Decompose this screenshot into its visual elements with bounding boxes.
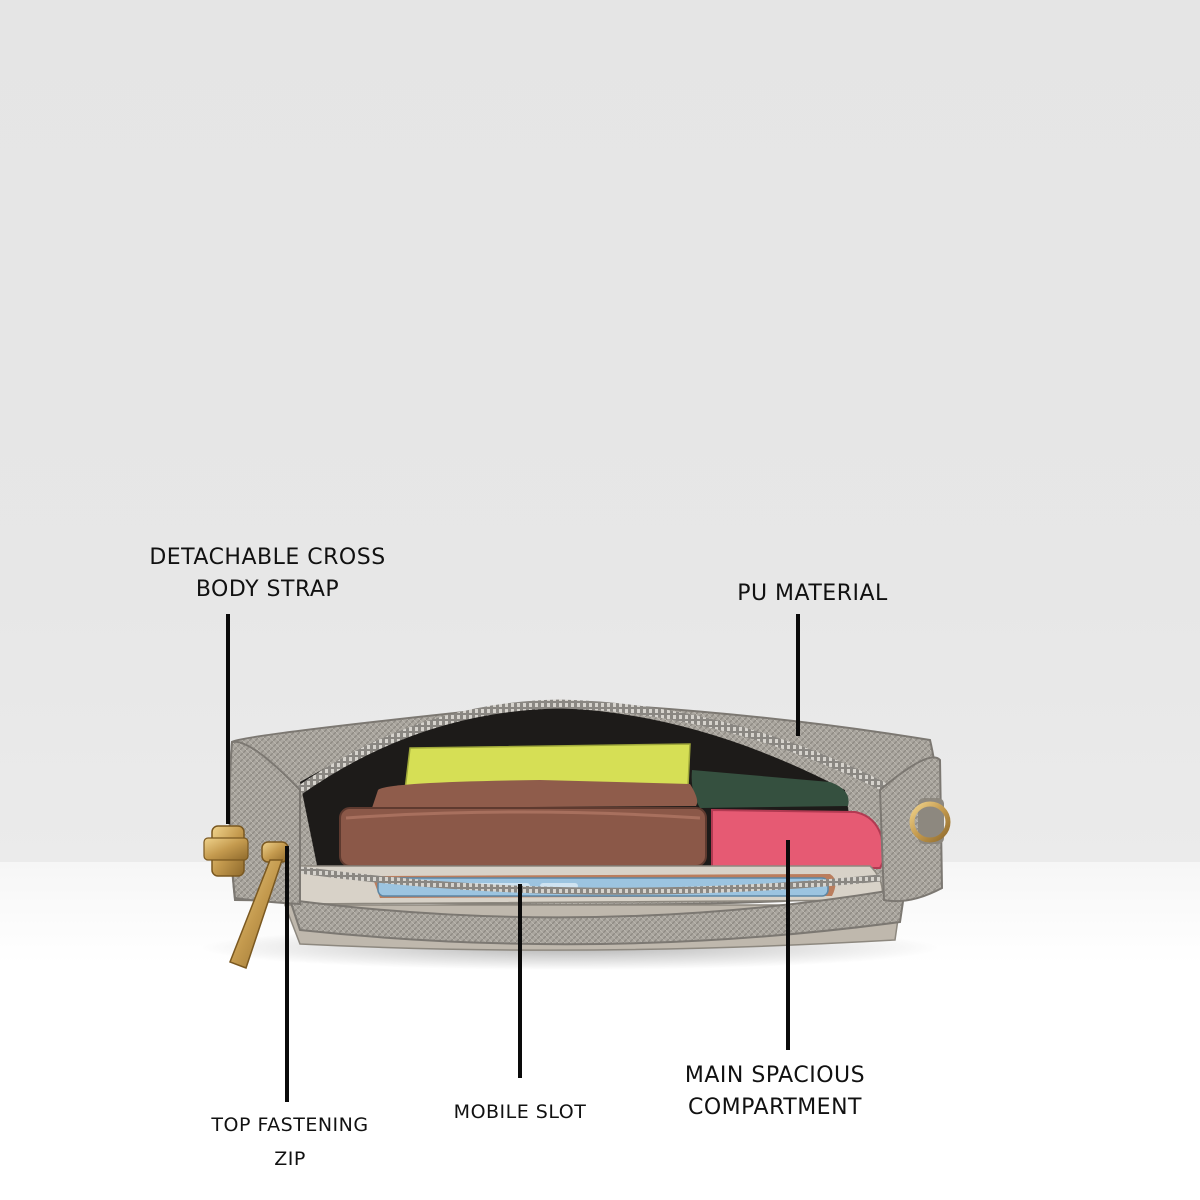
callout-material-leader (796, 614, 800, 736)
main-zipper (297, 699, 893, 795)
callout-zip-label: TOP FASTENING ZIP (190, 1108, 390, 1176)
callout-compartment-leader (786, 840, 790, 1050)
callout-material-label: PU MATERIAL (700, 578, 925, 610)
callout-compartment-line2: COMPARTMENT (688, 1095, 862, 1120)
callout-strap-leader (226, 614, 230, 824)
callout-zip-leader (285, 846, 289, 1102)
right-strap-tab (918, 798, 944, 844)
callout-mobile-label: MOBILE SLOT (430, 1095, 610, 1129)
callout-mobile-line1: MOBILE SLOT (453, 1101, 587, 1123)
callout-compartment-label: MAIN SPACIOUS COMPARTMENT (655, 1060, 895, 1124)
callout-strap-line2: BODY STRAP (195, 577, 340, 602)
callout-mobile-leader (518, 884, 522, 1078)
small-wallet-item (372, 780, 698, 808)
pink-case-item (711, 808, 886, 869)
pocket-zipper (299, 866, 881, 895)
right-d-ring (909, 801, 951, 843)
callout-compartment-line1: MAIN SPACIOUS (684, 1063, 866, 1088)
callout-strap-label: DETACHABLE CROSS BODY STRAP (130, 542, 405, 606)
callout-zip-line1: TOP FASTENING (211, 1114, 369, 1136)
bag-front-flap (288, 886, 907, 946)
callout-strap-line1: DETACHABLE CROSS (149, 545, 386, 570)
wallet-item (339, 807, 707, 867)
callout-material-line1: PU MATERIAL (737, 581, 888, 606)
callout-zip-line2: ZIP (274, 1148, 306, 1170)
green-case-item (691, 770, 849, 808)
zipper-pull-tab (229, 859, 284, 969)
